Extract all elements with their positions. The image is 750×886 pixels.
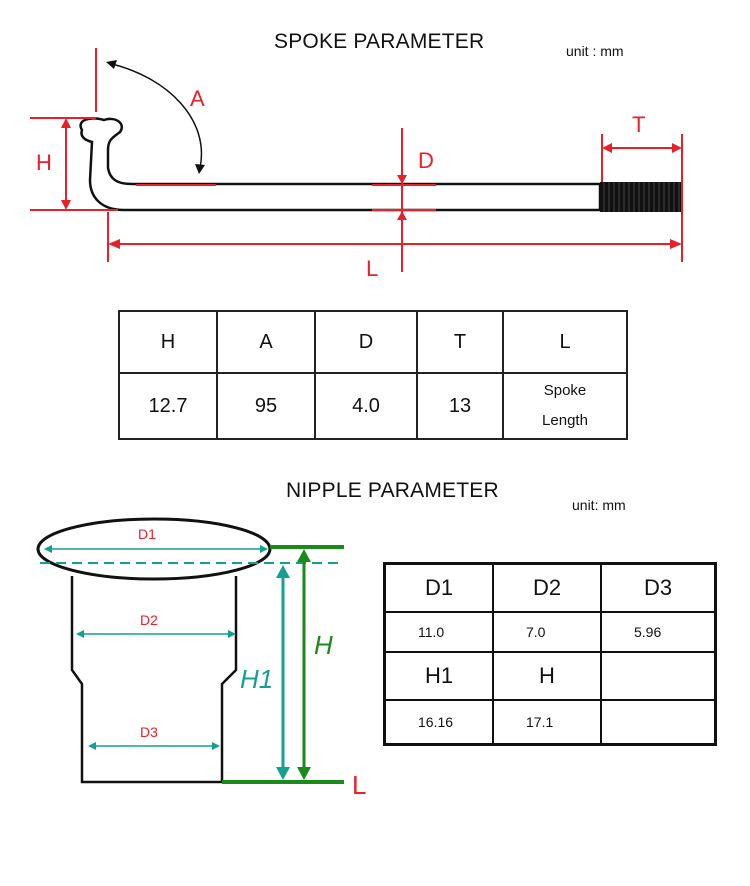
spoke-value-t: 13 bbox=[416, 372, 504, 440]
nipple-label-d3: D3 bbox=[140, 724, 158, 740]
spoke-header-a: A bbox=[216, 310, 316, 374]
nipple-label-h1: H1 bbox=[240, 664, 274, 694]
spoke-value-d: 4.0 bbox=[314, 372, 418, 440]
spoke-value-l: Spoke Length bbox=[502, 372, 628, 440]
nipple-value-h1: 16.16 bbox=[383, 698, 494, 746]
nipple-label-d1: D1 bbox=[138, 526, 156, 542]
nipple-header-empty bbox=[600, 650, 717, 701]
spoke-label-t: T bbox=[632, 112, 646, 137]
nipple-label-h: H bbox=[314, 630, 333, 660]
nipple-value-d2: 7.0 bbox=[492, 610, 602, 653]
spoke-unit-label: unit : mm bbox=[566, 43, 624, 59]
nipple-value-empty bbox=[600, 698, 717, 746]
spoke-label-h: H bbox=[36, 150, 52, 175]
nipple-title: NIPPLE PARAMETER bbox=[286, 479, 499, 502]
spoke-parameter-table: H A D T L 12.7 95 4.0 13 Spoke Length bbox=[118, 310, 628, 440]
spoke-length-line1: Spoke bbox=[543, 382, 587, 399]
nipple-header-d2: D2 bbox=[492, 562, 602, 613]
spoke-header-h: H bbox=[118, 310, 218, 374]
spoke-header-t: T bbox=[416, 310, 504, 374]
nipple-header-h1: H1 bbox=[383, 650, 494, 701]
spoke-value-h: 12.7 bbox=[118, 372, 218, 440]
spoke-label-l: L bbox=[366, 256, 379, 281]
spoke-label-d: D bbox=[418, 148, 434, 173]
spoke-length-line2: Length bbox=[542, 412, 588, 429]
spoke-label-a: A bbox=[190, 86, 205, 111]
nipple-value-h: 17.1 bbox=[492, 698, 602, 746]
spoke-header-d: D bbox=[314, 310, 418, 374]
nipple-body bbox=[70, 576, 238, 784]
nipple-value-d1: 11.0 bbox=[383, 610, 494, 653]
nipple-header-d3: D3 bbox=[600, 562, 717, 613]
nipple-unit-label: unit: mm bbox=[572, 497, 626, 513]
nipple-parameter-table: D1 D2 D3 11.0 7.0 5.96 H1 H 16.16 17.1 bbox=[383, 562, 717, 746]
spoke-head bbox=[79, 117, 602, 212]
nipple-value-d3: 5.96 bbox=[600, 610, 717, 653]
spoke-value-a: 95 bbox=[216, 372, 316, 440]
spoke-title: SPOKE PARAMETER bbox=[274, 30, 485, 53]
nipple-header-d1: D1 bbox=[383, 562, 494, 613]
nipple-header-h: H bbox=[492, 650, 602, 701]
nipple-label-l: L bbox=[352, 770, 367, 800]
spoke-header-l: L bbox=[502, 310, 628, 374]
nipple-label-d2: D2 bbox=[140, 612, 158, 628]
